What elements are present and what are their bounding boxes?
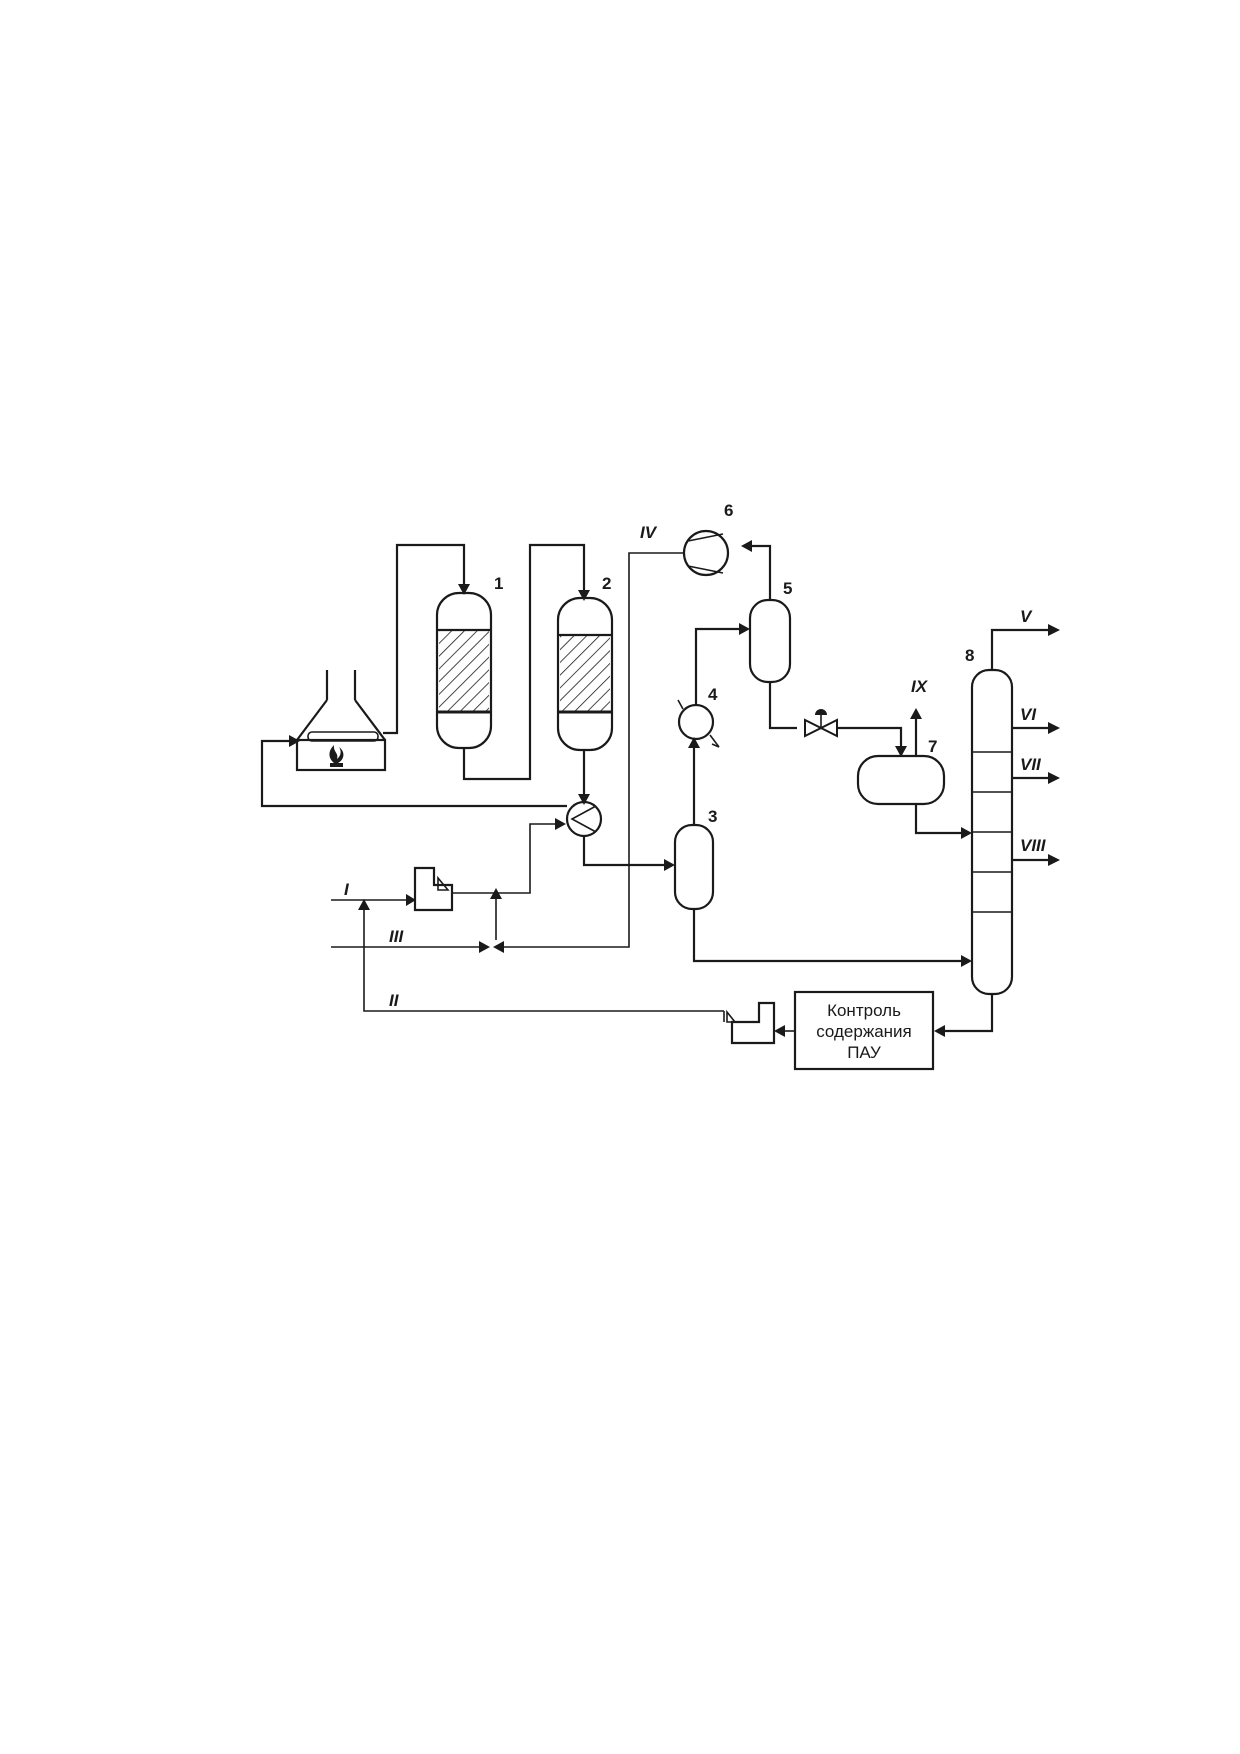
label-4: 4 xyxy=(708,685,718,704)
piping xyxy=(260,543,1050,1033)
control-box-line-3: ПАУ xyxy=(847,1043,881,1062)
stream-label-VII: VII xyxy=(1020,755,1042,774)
label-3: 3 xyxy=(708,807,717,826)
stream-label-II: II xyxy=(389,991,400,1010)
label-2: 2 xyxy=(602,574,611,593)
label-6: 6 xyxy=(724,501,733,520)
flash-drum-7 xyxy=(856,754,946,806)
feed-pump xyxy=(413,866,454,912)
stream-label-V: V xyxy=(1020,607,1033,626)
separator-5 xyxy=(748,598,792,684)
label-5: 5 xyxy=(783,579,792,598)
stream-label-III: III xyxy=(389,927,404,946)
flow-arrows xyxy=(289,540,1060,1037)
recycle-pump xyxy=(723,1001,776,1045)
cooler-4 xyxy=(677,699,720,748)
separator-3 xyxy=(673,823,715,911)
label-1: 1 xyxy=(494,574,503,593)
pah-control-box xyxy=(793,990,935,1071)
compressor-6 xyxy=(682,529,730,577)
reactor-2 xyxy=(556,596,614,752)
furnace xyxy=(295,670,387,772)
stream-label-I: I xyxy=(344,880,350,899)
control-box-line-1: Контроль xyxy=(827,1001,901,1020)
burner-flame-icon xyxy=(329,745,344,767)
stream-label-IX: IX xyxy=(911,677,929,696)
reactor-1 xyxy=(435,591,493,750)
stream-label-IV: IV xyxy=(640,523,658,542)
label-8: 8 xyxy=(965,646,974,665)
stream-label-VIII: VIII xyxy=(1020,836,1047,855)
distillation-column-8 xyxy=(970,668,1014,996)
heat-exchanger xyxy=(565,800,603,838)
label-7: 7 xyxy=(928,737,937,756)
throttle-valve xyxy=(804,709,838,738)
control-box-line-2: содержания xyxy=(816,1022,912,1041)
stream-label-VI: VI xyxy=(1020,705,1037,724)
